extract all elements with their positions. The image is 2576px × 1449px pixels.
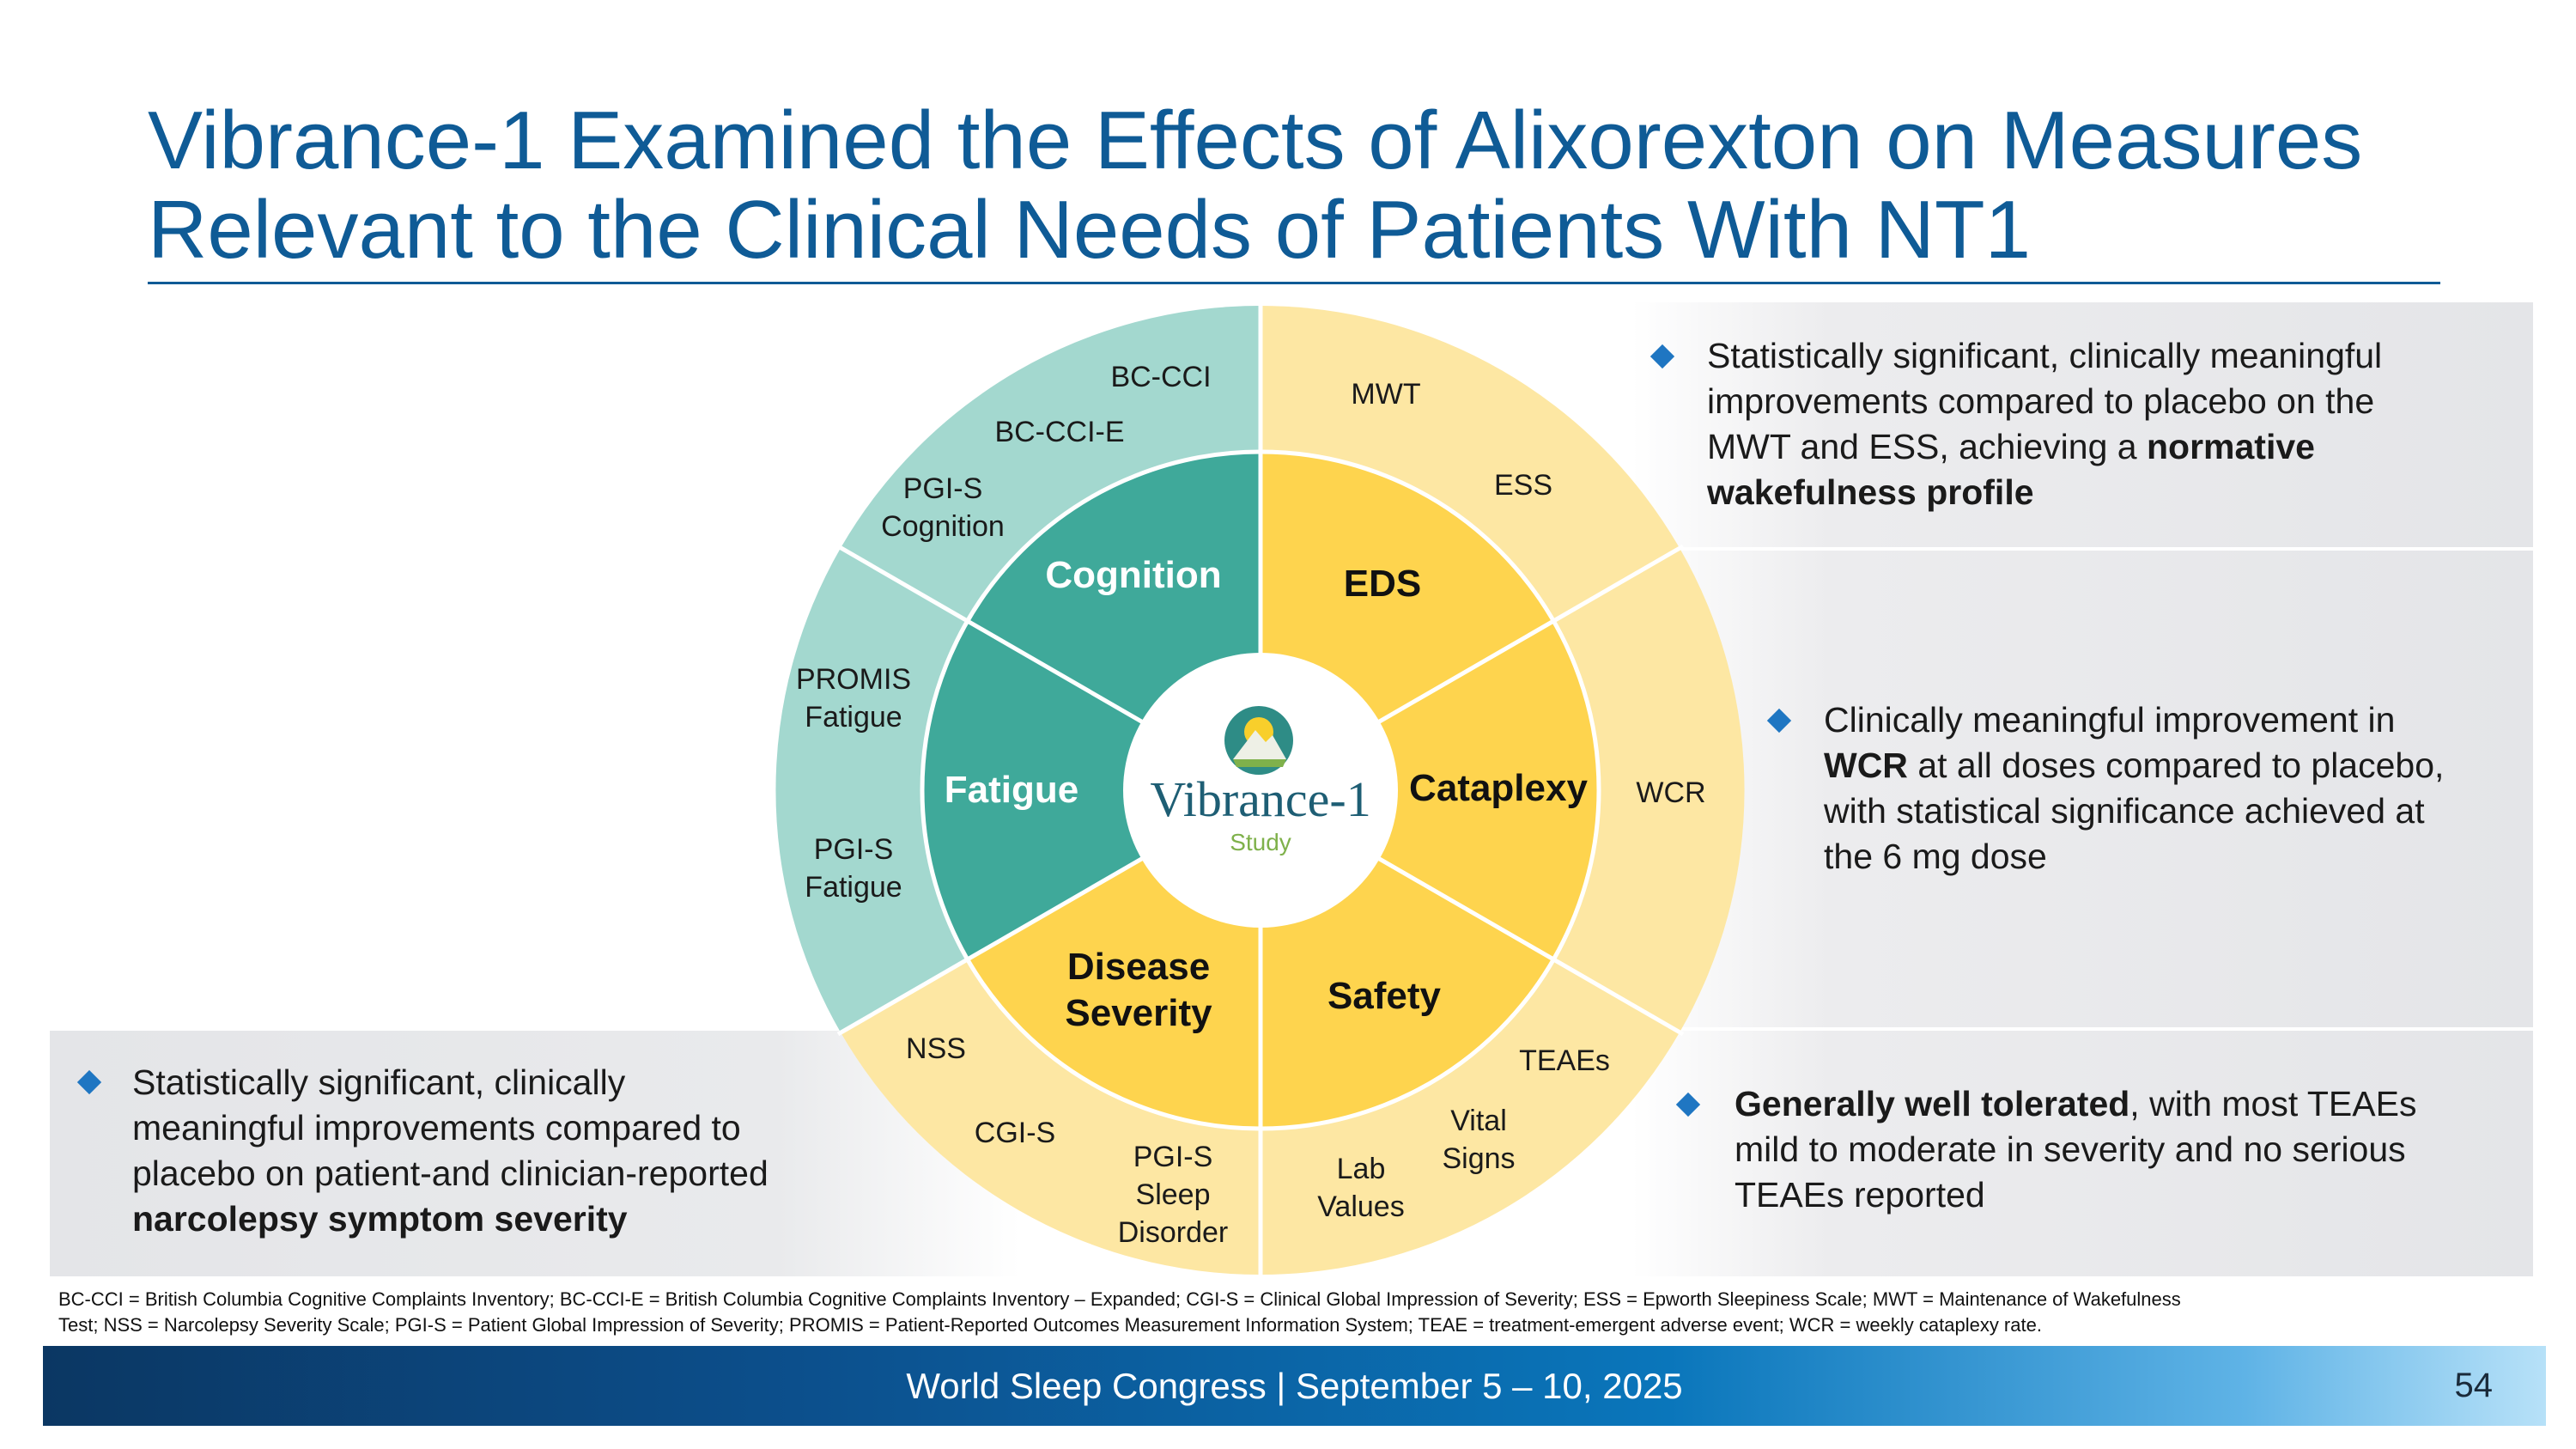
ess-label: ESS — [1494, 469, 1552, 502]
safety-bullet-emphasis: Generally well tolerated — [1735, 1084, 2130, 1123]
conference-footer-text: World Sleep Congress | September 5 – 10,… — [906, 1366, 1683, 1406]
eds-bullet-line-3-text: MWT and ESS, achieving a — [1707, 427, 2147, 466]
eds-panel — [1631, 302, 2533, 547]
eds-label: EDS — [1344, 563, 1421, 605]
cataplexy-bullet-line-4: the 6 mg dose — [1824, 837, 2047, 876]
mwt-label: MWT — [1351, 378, 1420, 411]
slide-title: Vibrance-1 Examined the Effects of Alixo… — [148, 96, 2466, 275]
bc-cci-e-label: BC-CCI-E — [994, 416, 1124, 448]
eds-bullet-line-3: MWT and ESS, achieving a normative — [1707, 424, 2382, 470]
vibrance-logo-text: Vibrance-1 — [1150, 771, 1370, 827]
pgis-fatigue-label-line-1: PGI-S — [814, 833, 894, 866]
severity-bullet-line-4: narcolepsy symptom severity — [132, 1196, 769, 1242]
pgis-sleep-disorder-label-line-2: Sleep — [1136, 1178, 1211, 1211]
safety-label: Safety — [1327, 975, 1442, 1017]
vital-signs-label-line-1: Vital — [1450, 1105, 1507, 1137]
safety-bullet-line-3: TEAEs reported — [1735, 1175, 1985, 1215]
cataplexy-label: Cataplexy — [1409, 767, 1588, 809]
eds-bullet-emphasis-2: wakefulness profile — [1707, 472, 2034, 512]
promis-fatigue-label-line-2: Fatigue — [805, 701, 902, 734]
eds-bullet-line-1: Statistically significant, clinically me… — [1707, 336, 2383, 375]
abbreviations-footnote: BC-CCI = British Columbia Cognitive Comp… — [58, 1287, 2531, 1338]
pgis-cognition-label-line-2: Cognition — [881, 510, 1005, 543]
cataplexy-bullet-text: Clinically meaningful improvement in WCR… — [1824, 697, 2444, 880]
safety-bullet-text: Generally well tolerated, with most TEAE… — [1735, 1081, 2416, 1218]
slide-title-line-2: Relevant to the Clinical Needs of Patien… — [148, 184, 2031, 276]
severity-panel — [50, 1031, 1020, 1276]
vital-signs-label-line-2: Signs — [1442, 1142, 1515, 1175]
pgis-sleep-disorder-label-line-1: PGI-S — [1133, 1141, 1213, 1173]
eds-bullet-line-2: improvements compared to placebo on the — [1707, 381, 2375, 421]
wcr-label: WCR — [1636, 776, 1705, 809]
mountain-sun-logo-icon — [1224, 706, 1293, 775]
inner-fatigue-segment — [922, 621, 1261, 959]
bc-cci-label: BC-CCI — [1110, 361, 1211, 393]
pgis-sleep-disorder-label-line-3: Disorder — [1118, 1216, 1228, 1249]
cataplexy-bullet-line-2: WCR at all doses compared to placebo, — [1824, 743, 2444, 788]
cataplexy-bullet-emphasis: WCR — [1824, 746, 1908, 785]
footnote-line-1: BC-CCI = British Columbia Cognitive Comp… — [58, 1288, 2181, 1310]
safety-panel — [1631, 1031, 2533, 1276]
cataplexy-bullet-line-2-text: at all doses compared to placebo, — [1907, 746, 2445, 785]
study-logo-text: Study — [1230, 829, 1291, 855]
fatigue-label: Fatigue — [945, 769, 1078, 811]
severity-bullet-text: Statistically significant, clinically me… — [132, 1060, 769, 1242]
safety-bullet-line-1: Generally well tolerated, with most TEAE… — [1735, 1081, 2416, 1127]
conference-footer-bar: World Sleep Congress | September 5 – 10,… — [43, 1346, 2546, 1426]
promis-fatigue-label-line-1: PROMIS — [796, 663, 911, 696]
lab-values-label-line-1: Lab — [1337, 1153, 1386, 1185]
severity-bullet-line-1: Statistically significant, clinically — [132, 1062, 626, 1102]
slide-title-line-1: Vibrance-1 Examined the Effects of Alixo… — [148, 94, 2363, 186]
safety-bullet-line-2: mild to moderate in severity and no seri… — [1735, 1129, 2406, 1169]
eds-bullet-text: Statistically significant, clinically me… — [1707, 333, 2382, 515]
severity-bullet-line-3: placebo on patient-and clinician-reporte… — [132, 1154, 769, 1193]
teaes-label: TEAEs — [1519, 1044, 1610, 1077]
pgis-fatigue-label-line-2: Fatigue — [805, 871, 902, 904]
cataplexy-panel — [1631, 551, 2533, 1027]
cognition-label: Cognition — [1045, 554, 1221, 596]
severity-bullet-emphasis: narcolepsy symptom severity — [132, 1199, 628, 1239]
cataplexy-bullet-line-3: with statistical significance achieved a… — [1824, 791, 2425, 831]
disease-severity-label-line-2: Severity — [1065, 992, 1212, 1034]
eds-bullet-emphasis-1: normative — [2146, 427, 2315, 466]
cgis-label: CGI-S — [975, 1117, 1055, 1149]
center-circle — [1123, 653, 1398, 928]
inner-cataplexy-segment — [1261, 621, 1599, 959]
title-underline — [148, 282, 2440, 284]
eds-bullet-line-4: wakefulness profile — [1707, 470, 2382, 515]
severity-bullet-line-2: meaningful improvements compared to — [132, 1108, 741, 1148]
footnote-line-2: Test; NSS = Narcolepsy Severity Scale; P… — [58, 1314, 2042, 1336]
nss-label: NSS — [906, 1032, 966, 1065]
safety-bullet-line-1-text: , with most TEAEs — [2129, 1084, 2417, 1123]
cataplexy-bullet-line-1: Clinically meaningful improvement in — [1824, 700, 2396, 740]
disease-severity-label-line-1: Disease — [1067, 946, 1210, 988]
pgis-cognition-label-line-1: PGI-S — [903, 472, 983, 505]
slide-page-number: 54 — [2454, 1367, 2494, 1404]
lab-values-label-line-2: Values — [1317, 1190, 1404, 1223]
